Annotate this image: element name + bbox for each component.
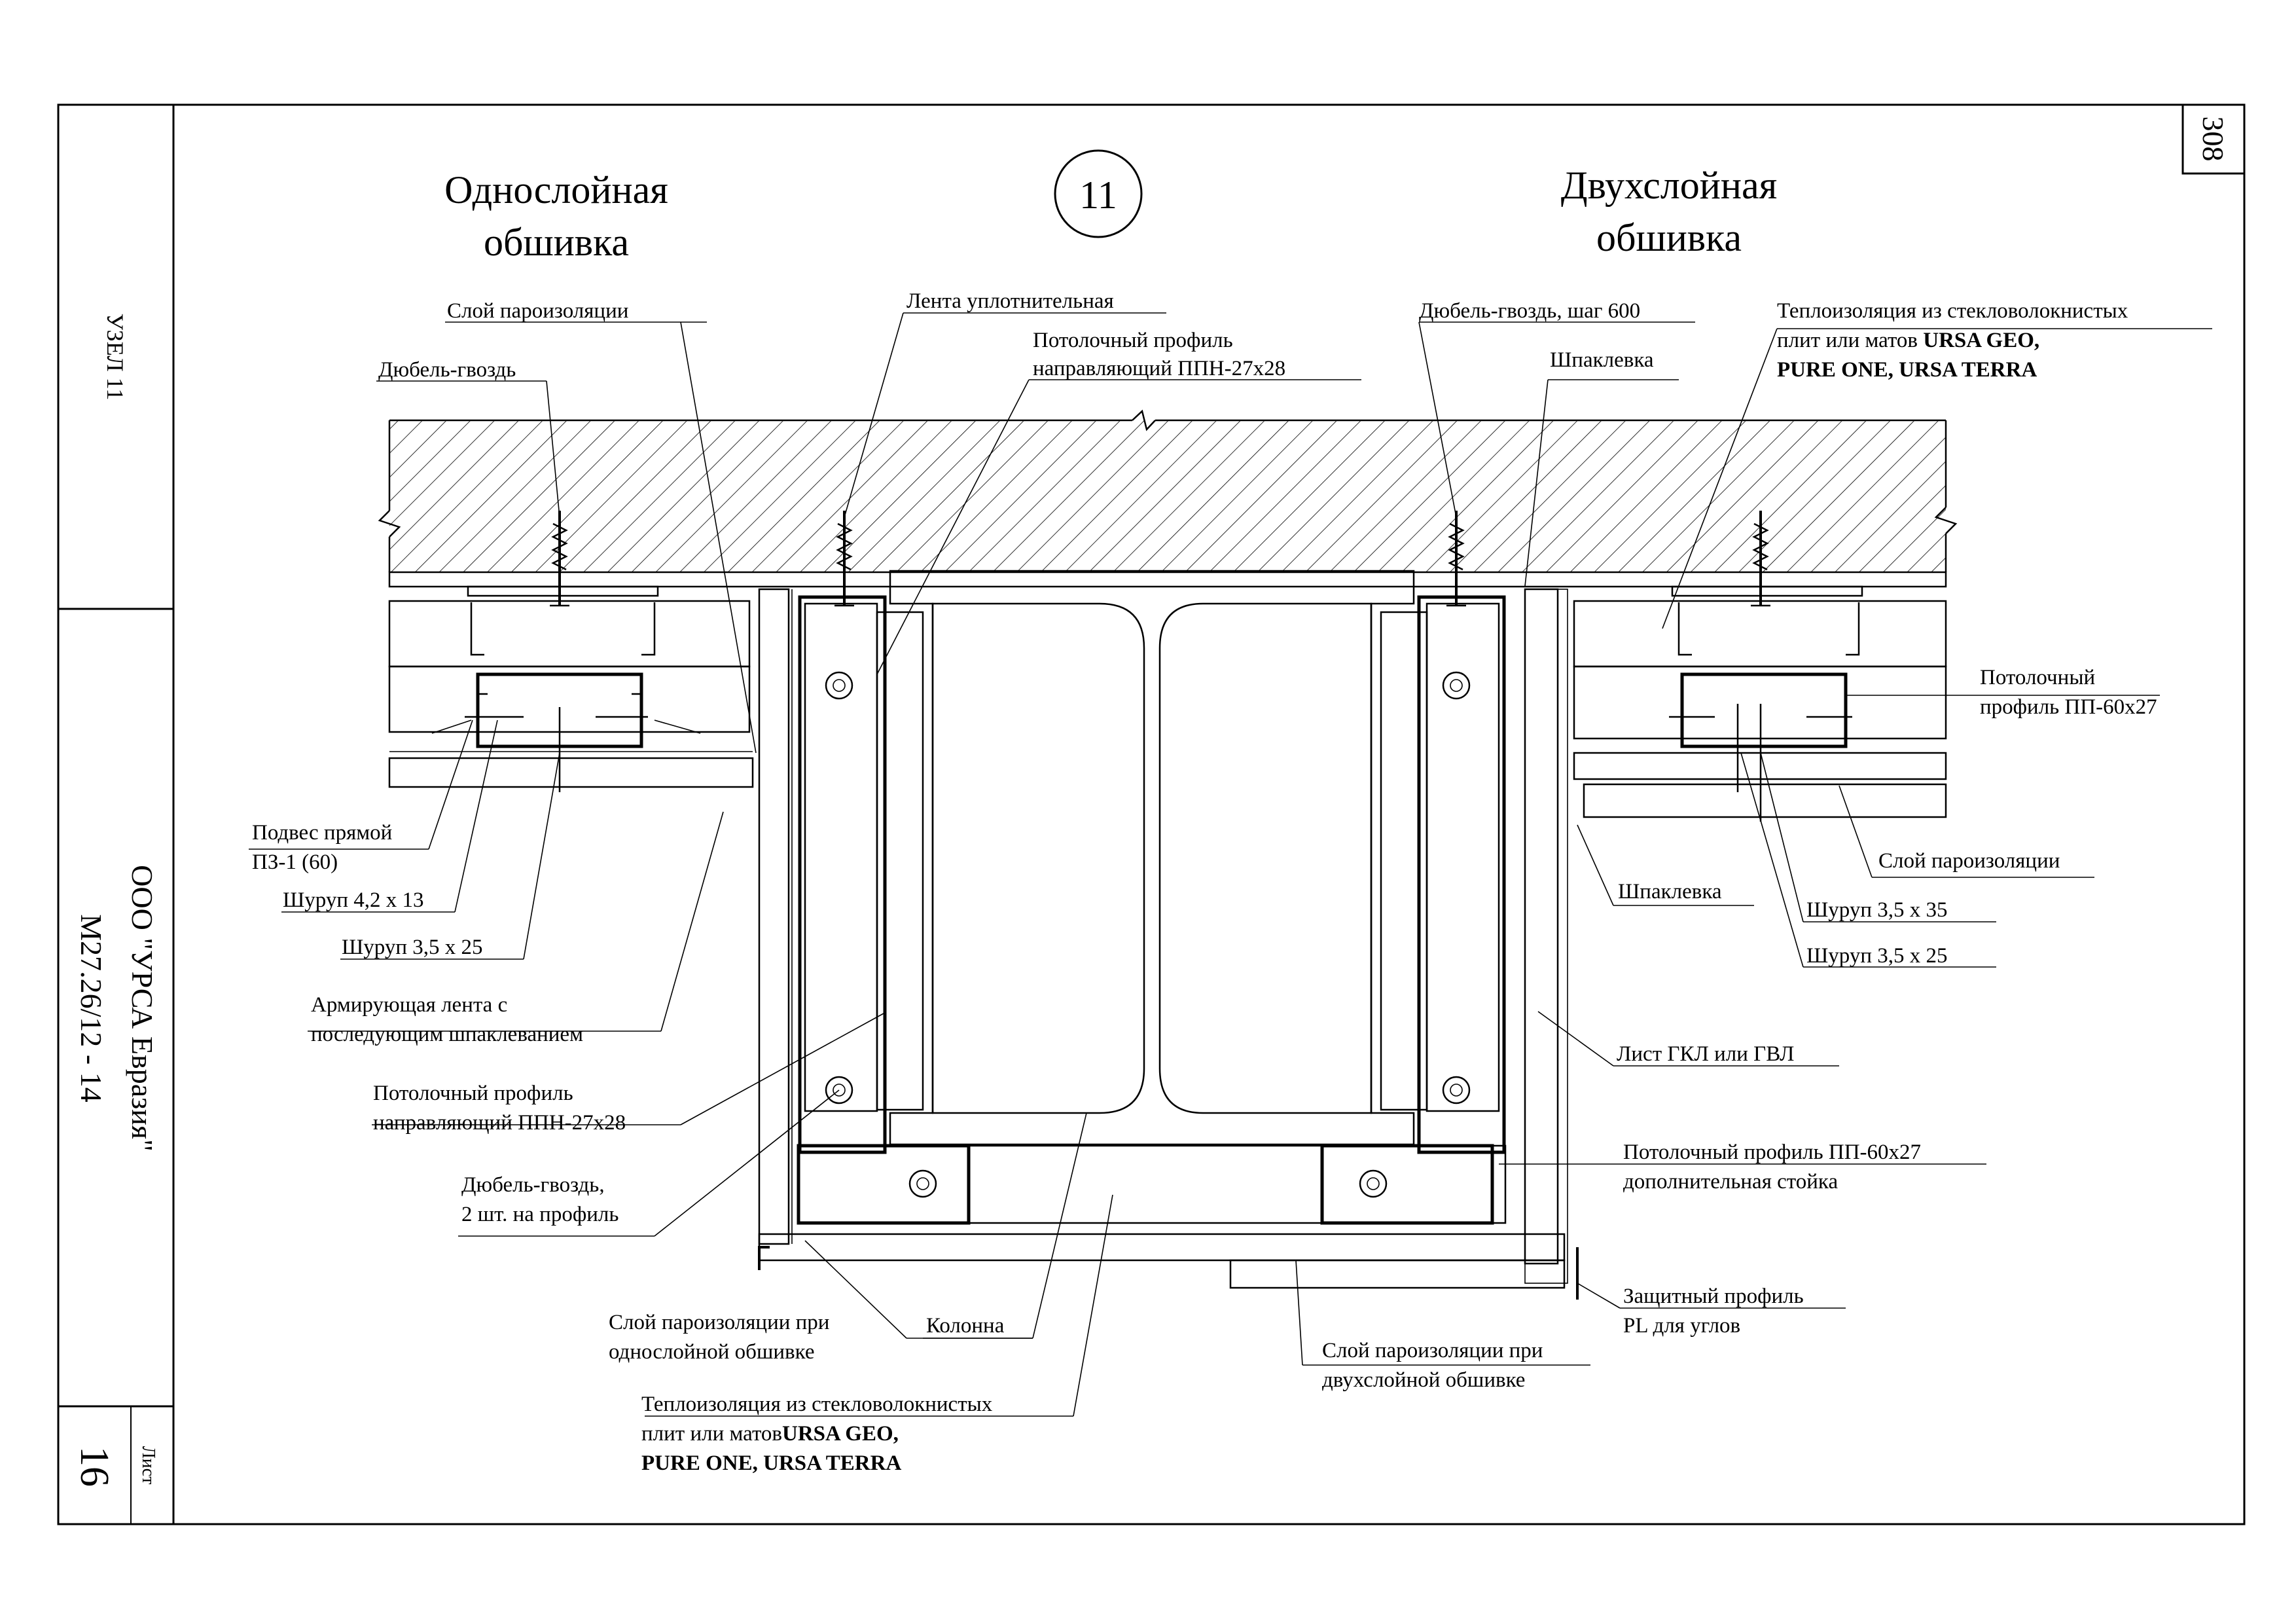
label-corner-profile: Защитный профиль — [1623, 1285, 1804, 1308]
label-insulation-top-2: плит или матов URSA GEO, — [1777, 329, 2039, 352]
label-screw-42x13: Шуруп 4,2 х 13 — [283, 888, 424, 912]
label-screw-35x25-left: Шуруп 3,5 х 25 — [342, 936, 483, 959]
leader-lines — [249, 312, 2212, 1417]
label-vapor-single-2: однослойной обшивке — [609, 1340, 814, 1364]
label-column: Колонна — [926, 1314, 1005, 1338]
label-dowel-two-2: 2 шт. на профиль — [461, 1203, 619, 1226]
label-dowel-two: Дюбель-гвоздь, — [461, 1173, 605, 1197]
dowel-nail-3 — [1446, 511, 1466, 607]
label-insulation-top-3: PURE ONE, URSA TERRA — [1777, 358, 2037, 382]
label-corner-profile-2: PL для углов — [1623, 1314, 1740, 1338]
label-insulation-bottom-2: плит или матовURSA GEO, — [641, 1422, 899, 1446]
label-sheet-gkl: Лист ГКЛ или ГВЛ — [1617, 1042, 1794, 1066]
title-single-layer-2: обшивка — [484, 221, 629, 264]
label-sealing-tape: Лента уплотнительная — [906, 289, 1114, 313]
title-single-layer: Однослойная — [444, 168, 668, 211]
node-number: 11 — [1079, 173, 1117, 217]
label-putty-top: Шпаклевка — [1550, 348, 1654, 372]
label-ceiling-profile-right: Потолочный — [1980, 666, 2095, 689]
label-extra-post-2: дополнительная стойка — [1623, 1170, 1838, 1194]
label-vapor-single: Слой пароизоляции при — [609, 1311, 829, 1334]
right-ceiling-assembly — [1573, 585, 1947, 822]
concrete-slab — [378, 409, 1958, 588]
node-number-circle: 11 — [1054, 149, 1143, 238]
dowel-nail-4 — [1751, 511, 1770, 607]
label-dowel-nail-step: Дюбель-гвоздь, шаг 600 — [1419, 299, 1640, 323]
label-hanger-2: ПЗ-1 (60) — [252, 850, 338, 874]
bottom-cladding — [758, 1144, 1579, 1300]
label-insulation-bottom-3: PURE ONE, URSA TERRA — [641, 1451, 901, 1475]
label-vapor-double-2: двухслойной обшивке — [1322, 1368, 1525, 1392]
label-extra-post: Потолочный профиль ПП-60х27 — [1623, 1140, 1921, 1164]
title-double-layer: Двухслойная — [1561, 164, 1778, 207]
left-column-cladding — [758, 588, 924, 1245]
sheet-number: 308 — [2197, 117, 2230, 162]
label-guide-profile-top-2: направляющий ППН-27х28 — [1033, 357, 1285, 380]
label-screw-35x35: Шуруп 3,5 х 35 — [1806, 898, 1948, 922]
label-insulation-top: Теплоизоляция из стекловолокнистых — [1777, 299, 2128, 323]
label-ceiling-profile-right-2: профиль ПП-60х27 — [1980, 695, 2157, 719]
label-vapor-barrier-right: Слой пароизоляции — [1878, 849, 2060, 873]
dowel-nail-2 — [834, 511, 854, 607]
title-double-layer-2: обшивка — [1596, 216, 1742, 259]
label-vapor-barrier-top: Слой пароизоляции — [447, 299, 628, 323]
right-column-cladding — [1380, 588, 1568, 1284]
dowel-nail-1 — [550, 511, 569, 607]
label-insulation-bottom: Теплоизоляция из стекловолокнистых — [641, 1393, 993, 1416]
label-putty-right: Шпаклевка — [1618, 880, 1722, 903]
label-guide-profile-mid-2: направляющий ППН-27х28 — [373, 1111, 626, 1135]
label-hanger: Подвес прямой — [252, 821, 392, 845]
sheet-frame — [57, 103, 2246, 1525]
label-dowel-nail: Дюбель-гвоздь — [378, 358, 516, 382]
sheet-label: Лист — [138, 1446, 158, 1485]
left-ceiling-assembly — [388, 585, 754, 792]
document-code: М27.26/12 - 14 — [75, 914, 108, 1103]
label-screw-35x25-right: Шуруп 3,5 х 25 — [1806, 944, 1948, 968]
label-vapor-double: Слой пароизоляции при — [1322, 1339, 1543, 1362]
node-label: УЗЕЛ 11 — [102, 314, 128, 401]
label-guide-profile-mid: Потолочный профиль — [373, 1082, 573, 1105]
label-guide-profile-top: Потолочный профиль — [1033, 329, 1233, 352]
company-name: ООО "УРСА Евразия" — [126, 865, 159, 1152]
column — [889, 570, 1415, 1146]
label-reinforcing-tape: Армирующая лента с — [311, 993, 507, 1017]
sheet-value: 16 — [72, 1446, 117, 1487]
label-reinforcing-tape-2: последующим шпаклеванием — [311, 1023, 583, 1046]
